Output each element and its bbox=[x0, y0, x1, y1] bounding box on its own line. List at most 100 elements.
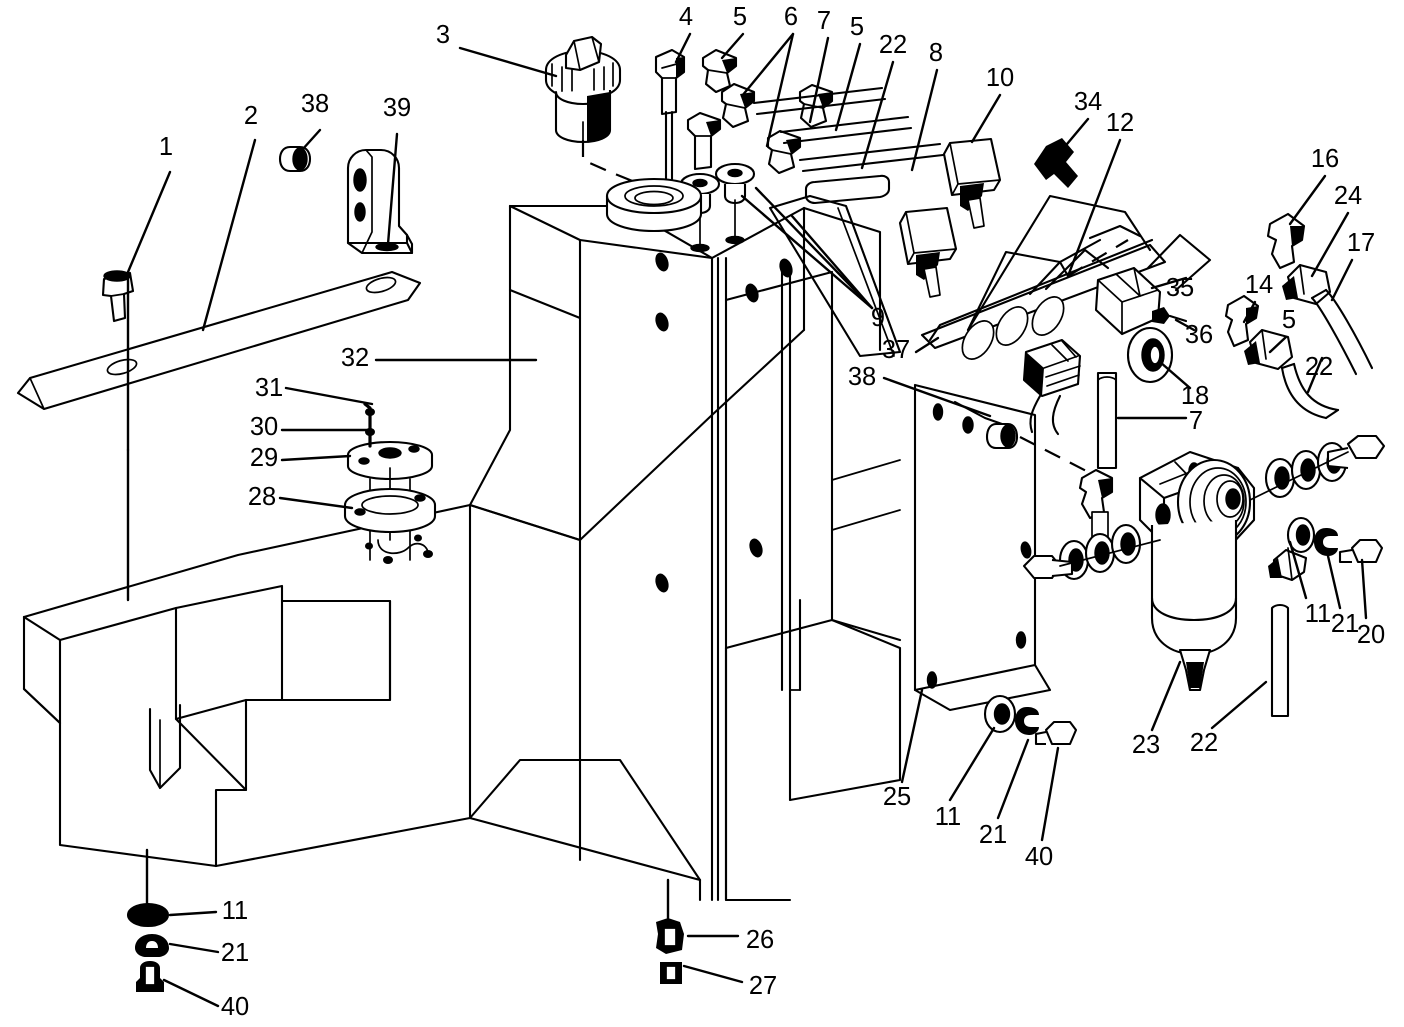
part-set-screw-36 bbox=[1152, 307, 1188, 324]
callout-7b: 7 bbox=[1189, 407, 1203, 435]
part-cap-screw-34 bbox=[1034, 138, 1078, 188]
part-plug-27 bbox=[660, 962, 682, 984]
callout-21d: 21 bbox=[1331, 610, 1359, 638]
part-bushing-38-lower bbox=[953, 400, 1019, 450]
callout-14: 14 bbox=[1245, 271, 1273, 299]
part-support-rail-37 bbox=[920, 233, 1212, 360]
callout-1: 1 bbox=[159, 133, 173, 161]
part-lockwasher-21-left bbox=[135, 934, 169, 957]
callout-40b: 40 bbox=[1025, 843, 1053, 871]
part-grommet-9b bbox=[714, 162, 756, 205]
part-drain-plug-26 bbox=[656, 918, 684, 954]
part-hex-bolt-40-mid bbox=[1034, 720, 1078, 746]
part-washer-11-mid bbox=[983, 694, 1017, 734]
callout-31: 31 bbox=[255, 374, 283, 402]
callout-5c: 5 bbox=[1282, 306, 1296, 334]
part-fuel-tube-7 bbox=[1096, 371, 1118, 470]
callout-28: 28 bbox=[248, 483, 276, 511]
part-fitting-7-cluster bbox=[766, 129, 802, 175]
part-washer-stack-left bbox=[1058, 523, 1142, 581]
part-hose-22-lower bbox=[1270, 603, 1290, 718]
callout-26: 26 bbox=[746, 926, 774, 954]
filter-axis-left bbox=[1059, 539, 1161, 567]
part-isolator-10a bbox=[942, 137, 1002, 229]
part-filter-bowl-23 bbox=[1150, 520, 1238, 692]
part-hex-bolt-right-top bbox=[1326, 434, 1386, 470]
leader-lines bbox=[126, 32, 1368, 1008]
callout-25: 25 bbox=[883, 783, 911, 811]
callout-11d: 11 bbox=[1305, 600, 1331, 628]
part-fitting-5d bbox=[1244, 328, 1294, 371]
callout-21a: 21 bbox=[221, 939, 249, 967]
callout-22a: 22 bbox=[879, 31, 907, 59]
callout-5b: 5 bbox=[850, 13, 864, 41]
part-fuel-line-8 bbox=[804, 174, 891, 205]
part-fitting-24 bbox=[1282, 263, 1332, 306]
part-fitting-lower-tube bbox=[1078, 468, 1114, 520]
callout-20: 20 bbox=[1357, 621, 1385, 649]
callout-38b: 38 bbox=[848, 363, 876, 391]
part-fuel-tank-32 bbox=[22, 177, 902, 902]
callout-10: 10 bbox=[986, 64, 1014, 92]
part-filler-cap-3 bbox=[544, 35, 622, 144]
bushing-dash-line bbox=[1019, 436, 1101, 479]
part-manifold-plate-12 bbox=[966, 194, 1152, 332]
part-fuel-line-7 bbox=[752, 86, 887, 116]
tank-mount-holes bbox=[655, 252, 793, 593]
callout-23: 23 bbox=[1132, 731, 1160, 759]
callout-7a: 7 bbox=[817, 7, 831, 35]
callout-5a: 5 bbox=[733, 3, 747, 31]
part-adapter-fitting-6a bbox=[720, 82, 756, 129]
part-cap-screw-1 bbox=[101, 270, 135, 323]
part-lockwasher-21-mid bbox=[1015, 707, 1039, 735]
callout-17: 17 bbox=[1347, 229, 1375, 257]
part-hex-bolt-20 bbox=[1338, 538, 1384, 564]
part-valve-block-35 bbox=[1094, 266, 1162, 336]
callout-8: 8 bbox=[929, 39, 943, 67]
part-bushing-38 bbox=[278, 145, 312, 173]
callout-27: 27 bbox=[749, 972, 777, 1000]
callout-29: 29 bbox=[250, 444, 278, 472]
callout-6: 6 bbox=[784, 3, 798, 31]
part-fitting-4 bbox=[654, 48, 686, 116]
part-washer-11-right bbox=[1286, 516, 1316, 554]
part-guide-rail-triangle bbox=[768, 194, 902, 358]
callout-4: 4 bbox=[679, 3, 693, 31]
part-fitting-cluster-6b bbox=[686, 111, 722, 171]
callout-35: 35 bbox=[1166, 274, 1194, 302]
part-screw-30-31 bbox=[363, 402, 375, 448]
callout-40a: 40 bbox=[221, 993, 249, 1021]
callout-36: 36 bbox=[1185, 321, 1213, 349]
part-hose-17 bbox=[1310, 288, 1374, 376]
part-hex-bolt-40-left bbox=[136, 961, 164, 992]
callout-22b: 22 bbox=[1305, 353, 1333, 381]
callout-37: 37 bbox=[882, 336, 910, 364]
part-mounting-strap bbox=[16, 270, 422, 411]
part-hose-22-curve bbox=[1280, 362, 1340, 420]
callout-2: 2 bbox=[244, 102, 258, 130]
callout-11c: 11 bbox=[935, 803, 961, 831]
part-mounting-panel-25 bbox=[913, 383, 1052, 712]
part-lockwasher-21-right bbox=[1314, 528, 1338, 556]
callout-12: 12 bbox=[1106, 109, 1134, 137]
callout-labels: 1 2 38 39 3 4 5 6 7 5 22 8 10 34 12 16 2… bbox=[159, 3, 1385, 1021]
lead-guide-rail-b bbox=[837, 207, 895, 357]
part-gasket-28 bbox=[343, 487, 437, 534]
callout-38a: 38 bbox=[301, 90, 329, 118]
part-isolator-10b bbox=[898, 206, 958, 298]
part-sender-float-arm bbox=[365, 534, 433, 564]
part-fuel-line-22 bbox=[798, 142, 945, 173]
filter-axis-right bbox=[1249, 451, 1349, 501]
part-fuel-line-5c bbox=[779, 115, 913, 145]
callout-34: 34 bbox=[1074, 88, 1102, 116]
callout-21c: 21 bbox=[979, 821, 1007, 849]
callout-16: 16 bbox=[1311, 145, 1339, 173]
callout-9: 9 bbox=[871, 304, 885, 332]
callout-39: 39 bbox=[383, 94, 411, 122]
callout-24: 24 bbox=[1334, 182, 1362, 210]
callout-18: 18 bbox=[1181, 382, 1209, 410]
callout-22c: 22 bbox=[1190, 729, 1218, 757]
part-sensor-block bbox=[1022, 338, 1082, 436]
